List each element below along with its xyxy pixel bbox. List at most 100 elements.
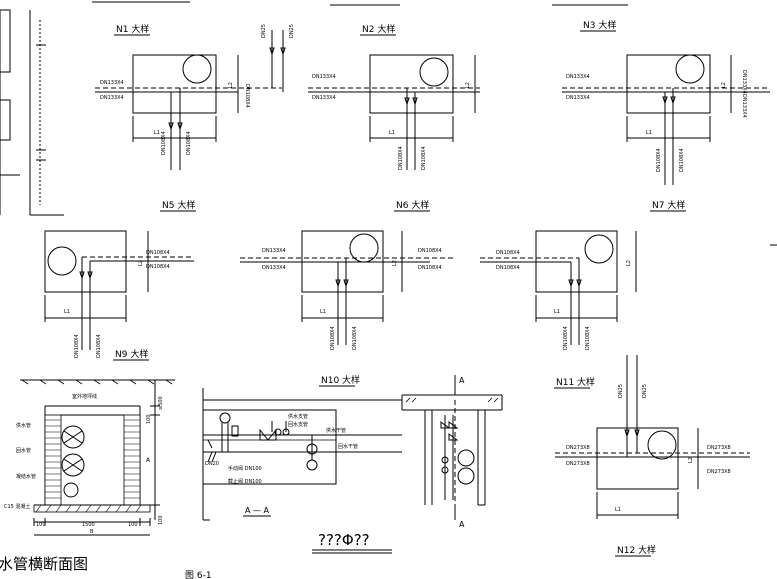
n6-dim-l1: L1 — [389, 130, 395, 136]
trench-pipe-label-3: 凝结水管 — [16, 473, 36, 480]
n12-dim-l1: L1 — [615, 507, 621, 513]
node-n6-title: N6 大样 — [396, 199, 429, 211]
n11-pipe-left: DN108X4 — [496, 250, 520, 256]
n11-dim-l2: L2 — [626, 260, 632, 266]
n11-riser2: DN108X4 — [585, 326, 591, 350]
n9-dim-l2: L2 — [138, 260, 144, 266]
n11-dim-l1: L1 — [554, 309, 560, 315]
trench-top-label: 室外地坪线 — [72, 393, 97, 400]
valve-label-2: 回水支管 — [288, 421, 308, 428]
n12-pipe-right2: DN273X8 — [707, 469, 731, 475]
trench-dim-a: A — [146, 457, 151, 464]
n6-pipe-left2: DN133X4 — [312, 95, 336, 101]
node-n9-detail: DN108X4 DN108X4 L2 DN108X4 DN108X4 L1 N9… — [44, 230, 194, 361]
n12-pipe-right: DN273X8 — [707, 445, 731, 451]
node-n3-title: N3 大样 — [583, 19, 616, 31]
n10-pipe-right2: DN108X4 — [418, 265, 442, 271]
valve-water-return: 回水干管 — [338, 443, 358, 450]
trench-title: 水管横断面图 — [0, 555, 88, 573]
n10-dim-l2: L2 — [392, 260, 398, 266]
valve-manual: 手动阀 DN100 — [228, 465, 262, 472]
n9-riser1: DN108X4 — [74, 334, 80, 358]
n12-pipe-left2: DN273X8 — [566, 461, 590, 467]
n5-dim-l2: L2 — [228, 82, 234, 88]
valve-detail-title: ???Φ?? — [318, 531, 370, 549]
node-n6-detail: N2 大样 DN133X4 DN133X4 L2 DN108X4 DN108X4… — [308, 23, 480, 212]
section-aa: A A — [401, 375, 503, 529]
n10-pipe-right: DN108X4 — [418, 248, 442, 254]
trench-pipe-label-2: 回水管 — [16, 447, 31, 454]
condensate-pipe-icon — [63, 482, 79, 498]
node-n2-title: N2 大样 — [362, 23, 395, 35]
node-n12-detail: DN25 DN25 DN273X8 DN273X8 DN273X8 DN273X… — [555, 355, 750, 557]
trench-dim-100a: 100 — [146, 414, 152, 424]
node-n11-title: N11 大样 — [556, 376, 595, 388]
n5-dim-l1: L1 — [154, 130, 160, 136]
n7-dim-l1: L1 — [646, 130, 652, 136]
n9-pipe-right2: DN108X4 — [146, 264, 170, 270]
n5-pipe-left: DN133X4 — [100, 80, 124, 86]
node-n10-detail: DN133X4 DN133X4 DN108X4 DN108X4 L2 DN108… — [240, 230, 455, 387]
left-edge-fragment — [0, 9, 64, 216]
node-n7-detail: N3 大样 DN133X4 DN133X4 DN133X4 DN133X4 L2… — [562, 19, 770, 212]
n5-up1: DN25 — [261, 24, 267, 38]
node-n5-detail: N1 大样 DN133X4 DN133X4 DN108X4 DN25 DN25 … — [95, 23, 295, 212]
n10-riser1: DN108X4 — [330, 326, 336, 350]
trench-section: 室外地坪线 供水管 回水管 凝结水管 C15 混凝土 ≥500 100 — [0, 379, 212, 579]
supply-pipe-icon — [61, 425, 85, 449]
trench-dim-b3: 100 — [128, 522, 138, 528]
n7-pipe-left2: DN133X4 — [566, 95, 590, 101]
n9-dim-l1: L1 — [64, 309, 70, 315]
n6-pipe-left: DN133X4 — [312, 74, 336, 80]
n7-pipe-left: DN133X4 — [566, 74, 590, 80]
valve-label-aa: A — A — [245, 506, 270, 515]
trench-pipe-label-1: 供水管 — [16, 422, 31, 429]
return-pipe-icon — [61, 453, 85, 477]
n12-dim-l2: L2 — [688, 457, 694, 463]
n10-dim-l1: L1 — [320, 309, 326, 315]
trench-dim-b1: 100 — [36, 522, 46, 528]
n12-pipe-left: DN273X8 — [566, 445, 590, 451]
node-n7-title: N7 大样 — [652, 199, 685, 211]
trench-dim-100b: 100 — [158, 515, 164, 525]
node-n11-detail: DN108X4 DN108X4 L2 DN108X4 DN108X4 L1 N1… — [480, 230, 637, 389]
valve-dn20: DN20 — [205, 461, 219, 467]
node-n1-title: N1 大样 — [116, 23, 149, 35]
n5-riser2: DN108X4 — [186, 131, 192, 155]
n5-pipe-left2: DN133X4 — [100, 95, 124, 101]
n5-riser1: DN108X4 — [161, 131, 167, 155]
n6-dim-l2: L2 — [465, 82, 471, 88]
section-a-bottom: A — [459, 520, 465, 529]
node-n12-title: N12 大样 — [617, 544, 656, 556]
n5-up2: DN25 — [289, 24, 295, 38]
n7-pipe-right2: DN133X4 — [741, 94, 747, 118]
trench-dim-b: B — [90, 529, 94, 535]
valve-water-supply: 供水干管 — [326, 427, 346, 434]
n5-pipe-right: DN108X4 — [244, 84, 250, 108]
node-n9-title: N9 大样 — [115, 348, 148, 360]
n6-riser1: DN108X4 — [398, 146, 404, 170]
trench-fig-label: 图 6-1 — [185, 570, 212, 579]
trench-dim-b2: 1500 — [82, 522, 95, 528]
node-n5-title: N5 大样 — [162, 199, 195, 211]
section-a-top: A — [459, 376, 465, 385]
n6-riser2: DN108X4 — [421, 146, 427, 170]
n11-riser1: DN108X4 — [563, 326, 569, 350]
n10-riser2: DN108X4 — [352, 326, 358, 350]
n12-up1: DN25 — [618, 384, 624, 398]
n9-riser2: DN108X4 — [96, 334, 102, 358]
n10-pipe-left2: DN133X4 — [262, 265, 286, 271]
valve-check: 截止阀 DN100 — [228, 478, 262, 485]
n7-riser1: DN108X4 — [656, 148, 662, 172]
node-n10-title: N10 大样 — [321, 374, 360, 386]
valve-detail: DN20 手动阀 DN100 截止阀 DN100 供水支管 回水支管 供水干管 … — [202, 388, 402, 554]
n12-up2: DN25 — [642, 384, 648, 398]
n7-dim-l2: L2 — [721, 82, 727, 88]
trench-base-label: C15 混凝土 — [4, 503, 30, 510]
n10-pipe-left: DN133X4 — [262, 248, 286, 254]
n9-pipe-right: DN108X4 — [146, 250, 170, 256]
trench-dim-500: ≥500 — [158, 396, 164, 410]
n11-pipe-left2: DN108X4 — [496, 265, 520, 271]
n7-riser2: DN108X4 — [679, 148, 685, 172]
